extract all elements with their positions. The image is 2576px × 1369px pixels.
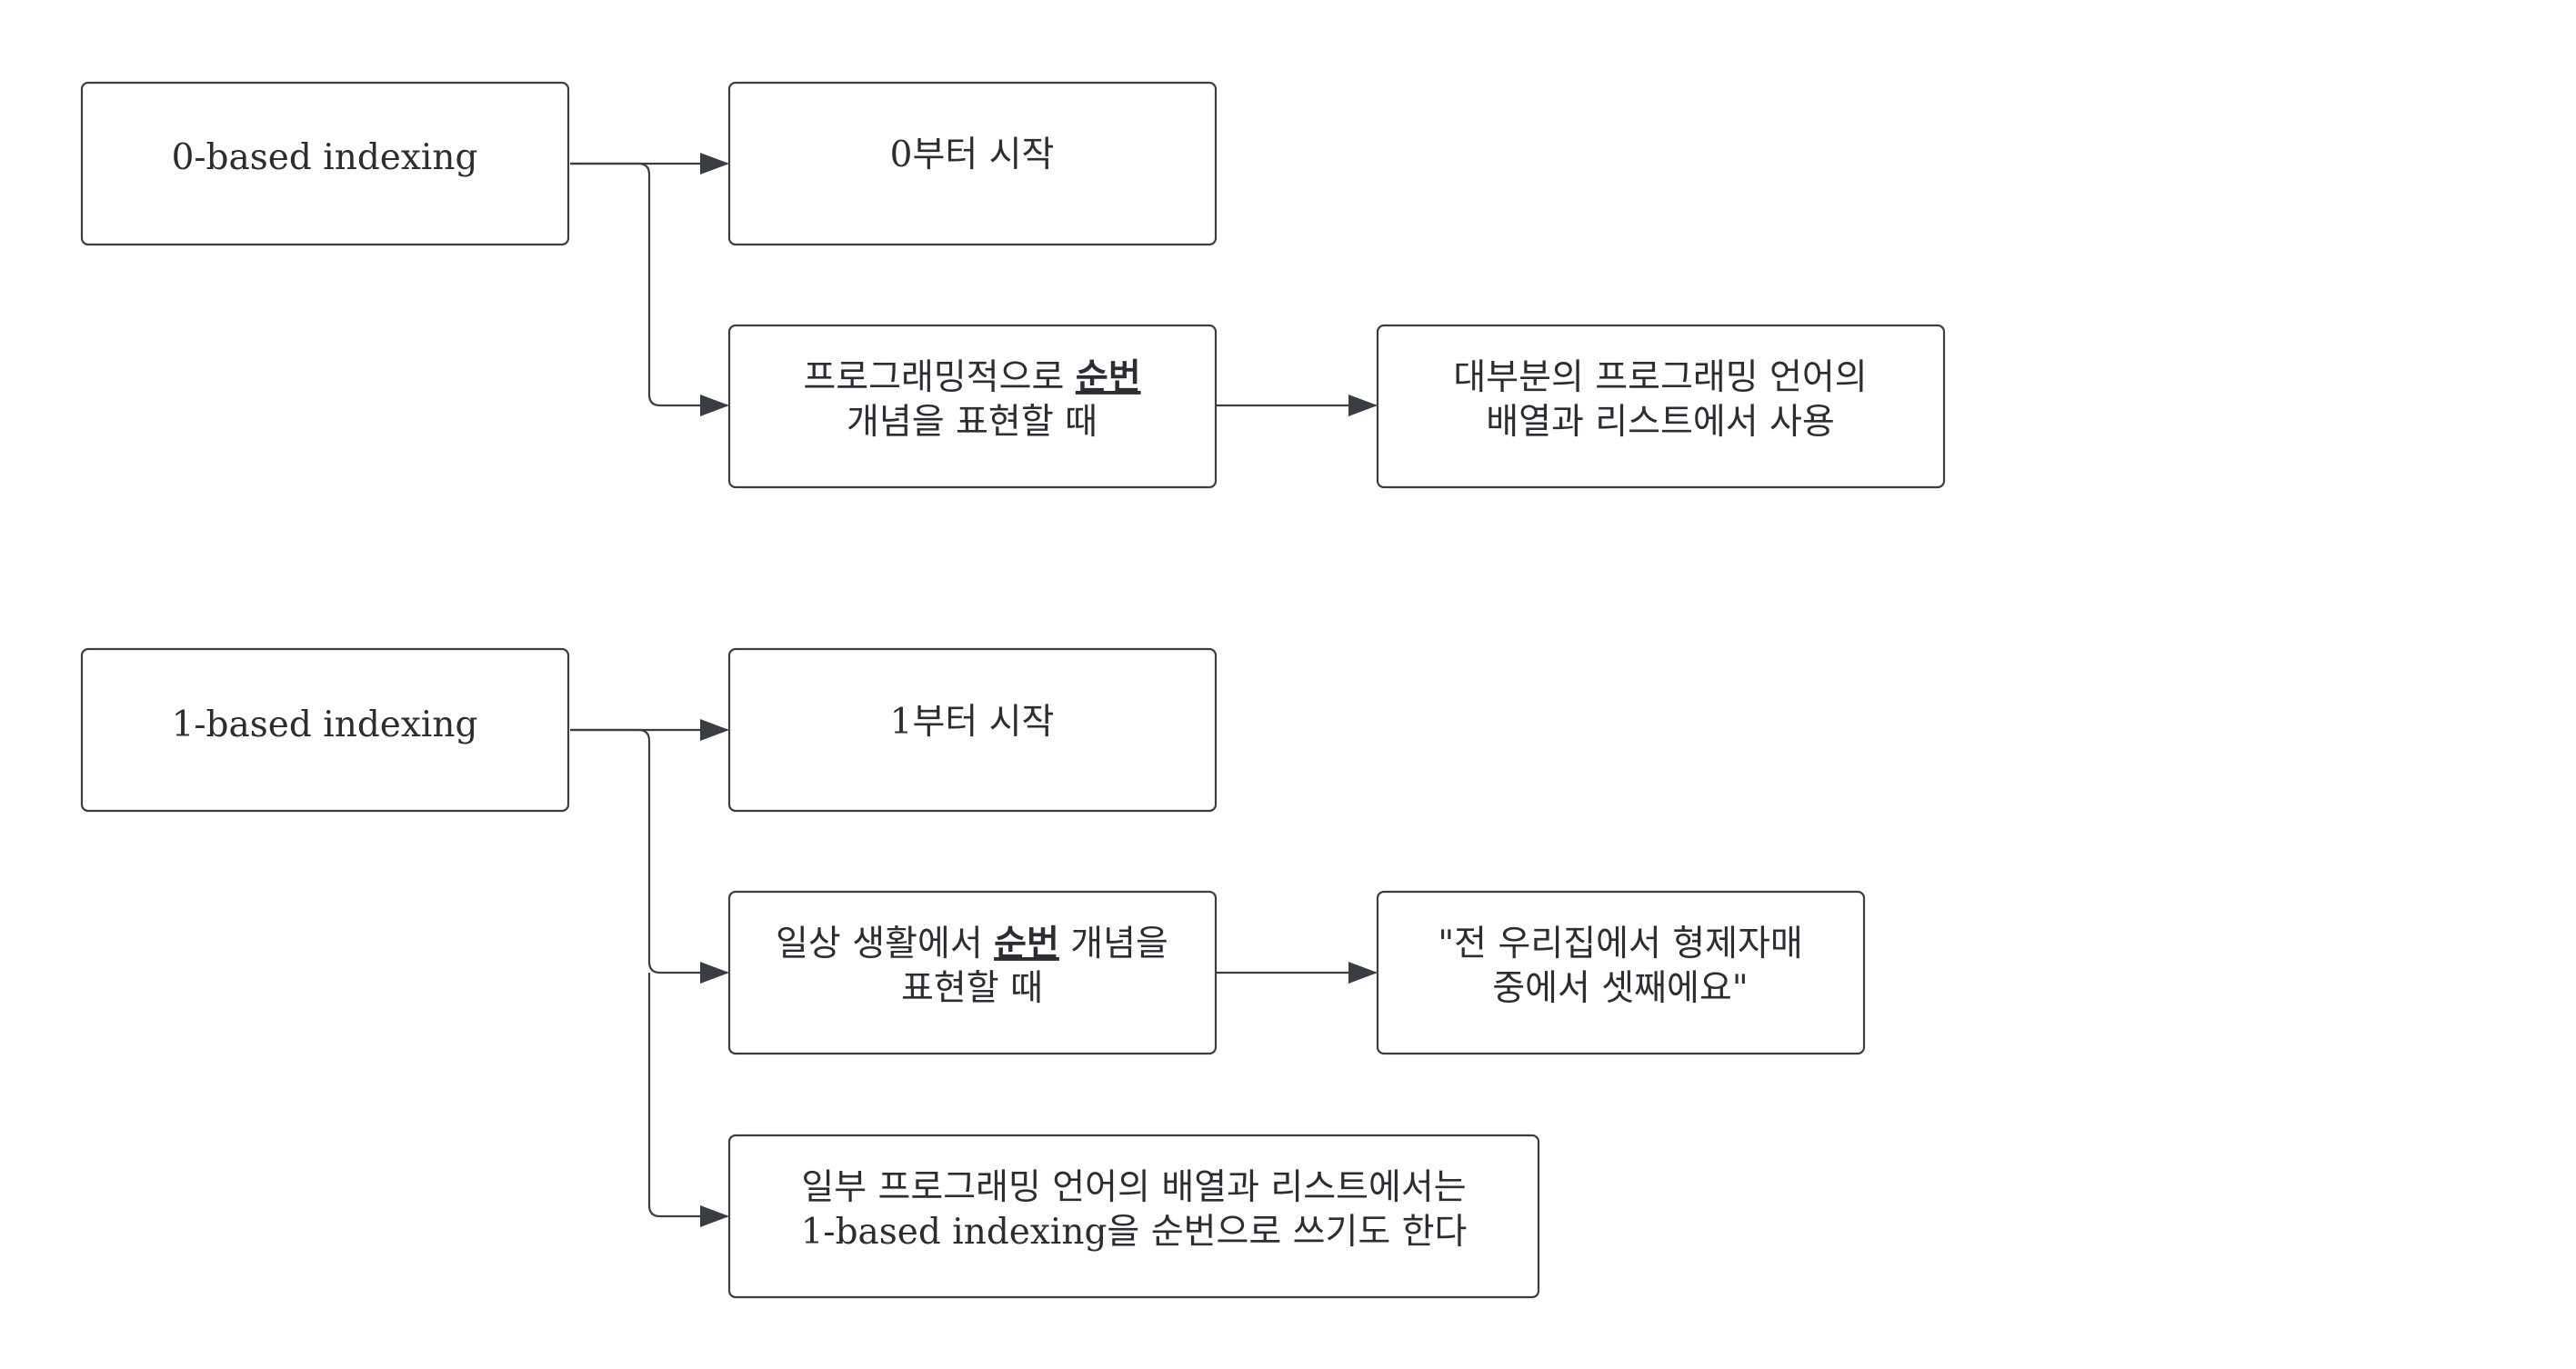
arrowhead [700, 962, 729, 984]
connectors [570, 153, 1378, 1227]
node-label-line2: 1-based indexing을 순번으로 쓰기도 한다 [801, 1212, 1468, 1253]
node-zero-usage[interactable]: 대부분의 프로그래밍 언어의 배열과 리스트에서 사용 [1376, 324, 1946, 489]
node-label-line2: 표현할 때 [901, 968, 1043, 1009]
node-label-line2: 배열과 리스트에서 사용 [1486, 402, 1835, 443]
node-label: 0-based indexing [172, 137, 478, 178]
arrowhead [700, 153, 729, 175]
highlight-word: 순번 [994, 923, 1059, 964]
node-one-example[interactable]: "전 우리집에서 형제자매 중에서 셋째에요" [1376, 890, 1866, 1055]
node-label-line1: 프로그래밍적으로 순번 [803, 356, 1140, 398]
arrowhead [700, 395, 729, 416]
arrowhead [1348, 962, 1378, 984]
node-one-some-languages[interactable]: 일부 프로그래밍 언어의 배열과 리스트에서는 1-based indexing… [727, 1134, 1540, 1299]
arrowhead [700, 719, 729, 741]
connector-one-based-to-some-langs [647, 973, 727, 1218]
node-label-line1: 일상 생활에서 순번 개념을 [776, 923, 1168, 964]
node-zero-start[interactable]: 0부터 시작 [727, 81, 1218, 246]
node-label-line2: 개념을 표현할 때 [847, 402, 1098, 443]
node-label-line2: 중에서 셋째에요" [1492, 968, 1749, 1009]
node-zero-programmatic-order[interactable]: 프로그래밍적으로 순번 개념을 표현할 때 [727, 324, 1218, 489]
node-label: 0부터 시작 [890, 135, 1055, 175]
connector-zero-based-to-prog [570, 162, 727, 407]
node-label-line1: 대부분의 프로그래밍 언어의 [1453, 357, 1867, 398]
node-one-based-indexing[interactable]: 1-based indexing [80, 647, 570, 813]
node-one-start[interactable]: 1부터 시작 [727, 647, 1218, 813]
node-label: 1-based indexing [172, 704, 478, 745]
node-one-daily-order[interactable]: 일상 생활에서 순번 개념을 표현할 때 [727, 890, 1218, 1055]
node-label-line1: 일부 프로그래밍 언어의 배열과 리스트에서는 [801, 1167, 1466, 1208]
highlight-word: 순번 [1076, 356, 1141, 398]
node-label: 1부터 시작 [890, 702, 1055, 743]
arrowhead [700, 1205, 729, 1227]
connector-one-based-to-daily [570, 728, 727, 974]
node-zero-based-indexing[interactable]: 0-based indexing [80, 81, 570, 246]
node-label-line1: "전 우리집에서 형제자매 [1438, 924, 1803, 964]
arrowhead [1348, 395, 1378, 416]
